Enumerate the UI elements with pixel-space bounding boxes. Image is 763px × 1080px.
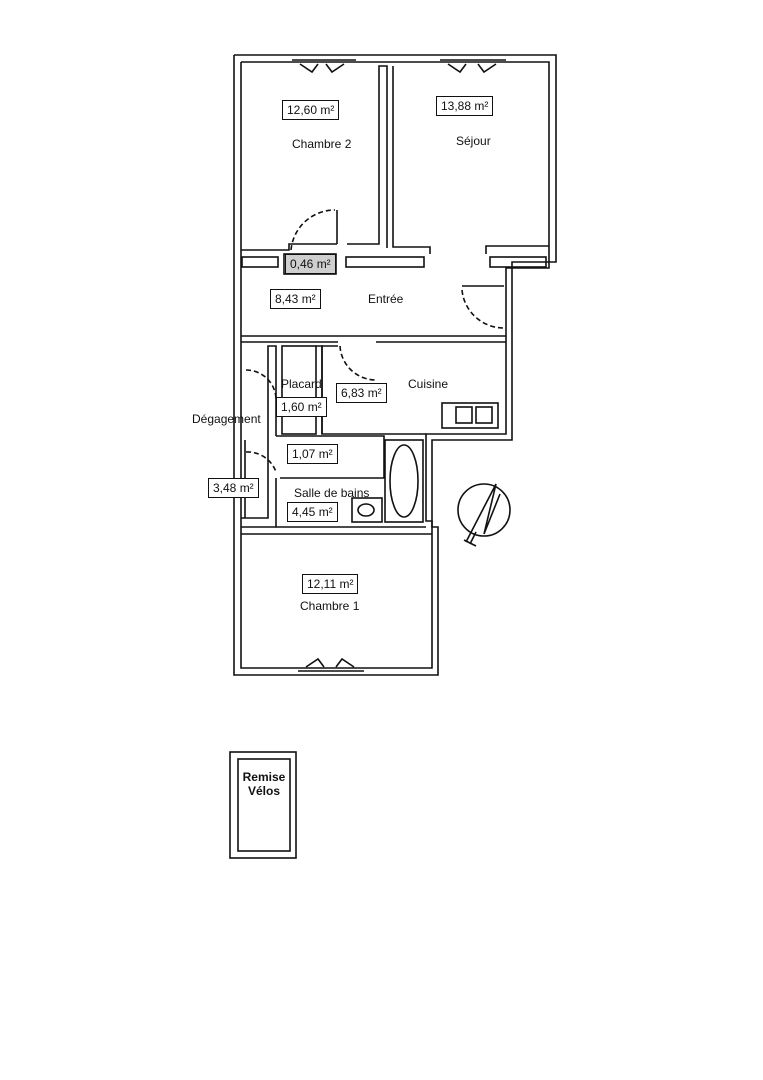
sejour-wall xyxy=(485,245,549,254)
placard-area: 1,60 m² xyxy=(276,397,327,417)
sejour-label: Séjour xyxy=(456,134,491,148)
sink-basin xyxy=(455,406,473,424)
wall-stub xyxy=(241,256,279,268)
north-arrow-icon xyxy=(457,483,511,547)
entree-label: Entrée xyxy=(368,292,404,306)
wc-wall xyxy=(276,435,385,479)
window-icon xyxy=(292,59,356,74)
window-icon xyxy=(298,657,364,672)
sink-icon xyxy=(441,402,499,429)
degagement-wall xyxy=(241,345,277,519)
remise-label-line1: Remise xyxy=(242,770,286,784)
cuisine-label: Cuisine xyxy=(408,377,449,391)
wall-stub xyxy=(489,256,547,268)
sink-basin xyxy=(475,406,493,424)
outer-wall xyxy=(233,54,557,676)
wall-stub xyxy=(345,256,425,268)
cuisine-door-swing xyxy=(339,345,377,381)
remise-outer xyxy=(229,751,297,859)
chambre2-wall xyxy=(241,243,337,251)
bathtub-basin xyxy=(389,444,419,518)
chambre2-door-swing xyxy=(290,209,336,251)
outer-wall-inner xyxy=(240,61,550,669)
salle-de-bains-label: Salle de bains xyxy=(294,486,370,500)
chambre2-area: 12,60 m² xyxy=(282,100,340,120)
salle-de-bains-area: 4,45 m² xyxy=(287,502,338,522)
placard-label: Placard xyxy=(281,377,322,391)
entree-door-swing xyxy=(461,289,505,329)
placard-wall xyxy=(281,345,317,435)
window-icon xyxy=(440,59,506,74)
degagement-label: Dégagement xyxy=(192,412,261,426)
wc-area: 1,07 m² xyxy=(287,444,338,464)
wc-door-swing xyxy=(245,451,277,473)
chambre2-wall xyxy=(347,65,388,248)
washbasin-icon xyxy=(351,497,383,523)
washbasin-bowl xyxy=(357,503,375,517)
chambre1-label: Chambre 1 xyxy=(300,599,360,613)
sejour-wall xyxy=(392,66,431,254)
remise-label-line2: Vélos xyxy=(247,784,280,798)
entree-area: 8,43 m² xyxy=(270,289,321,309)
degagement-door-swing xyxy=(245,369,277,399)
chambre2-label: Chambre 2 xyxy=(292,137,352,151)
remise-inner xyxy=(237,758,291,852)
bathtub-icon xyxy=(384,439,424,523)
sejour-area: 13,88 m² xyxy=(436,96,494,116)
niche-area: 0,46 m² xyxy=(285,254,336,274)
degagement-area: 3,48 m² xyxy=(208,478,259,498)
chambre1-area: 12,11 m² xyxy=(302,574,359,594)
cuisine-area: 6,83 m² xyxy=(336,383,387,403)
